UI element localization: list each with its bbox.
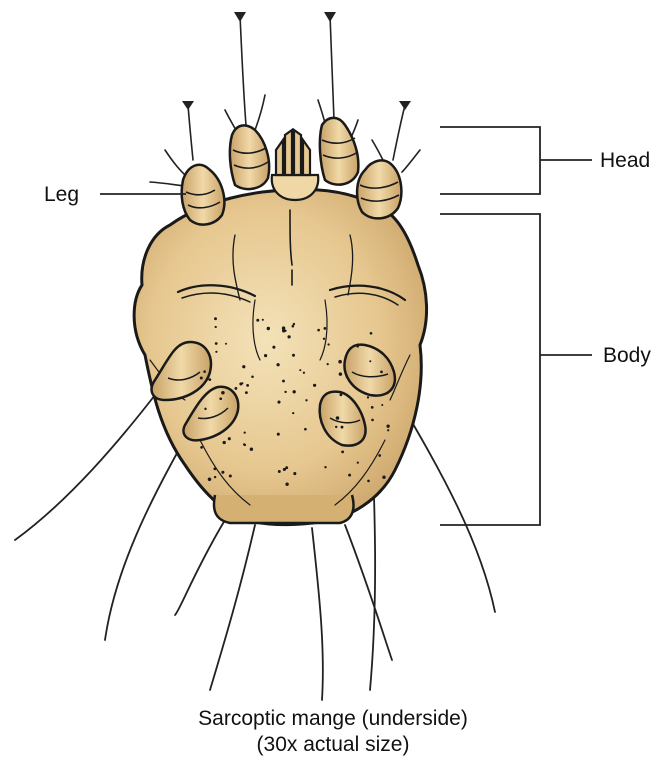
- head-label: Head: [600, 150, 650, 171]
- leg-label: Leg: [44, 184, 79, 205]
- caption-line-2: (30x actual size): [0, 732, 666, 758]
- front-leg-right-outer: [357, 160, 401, 218]
- front-leg-left-inner: [230, 125, 269, 189]
- caption: Sarcoptic mange (underside) (30x actual …: [0, 706, 666, 758]
- body-label: Body: [603, 345, 651, 366]
- rear-lobe: [214, 495, 354, 523]
- caption-line-1: Sarcoptic mange (underside): [0, 706, 666, 732]
- mouthparts: [272, 130, 319, 200]
- bristle-tips: [182, 12, 411, 110]
- front-leg-right-inner: [320, 118, 359, 185]
- body-bracket: [440, 214, 540, 525]
- head-bracket: [440, 127, 540, 194]
